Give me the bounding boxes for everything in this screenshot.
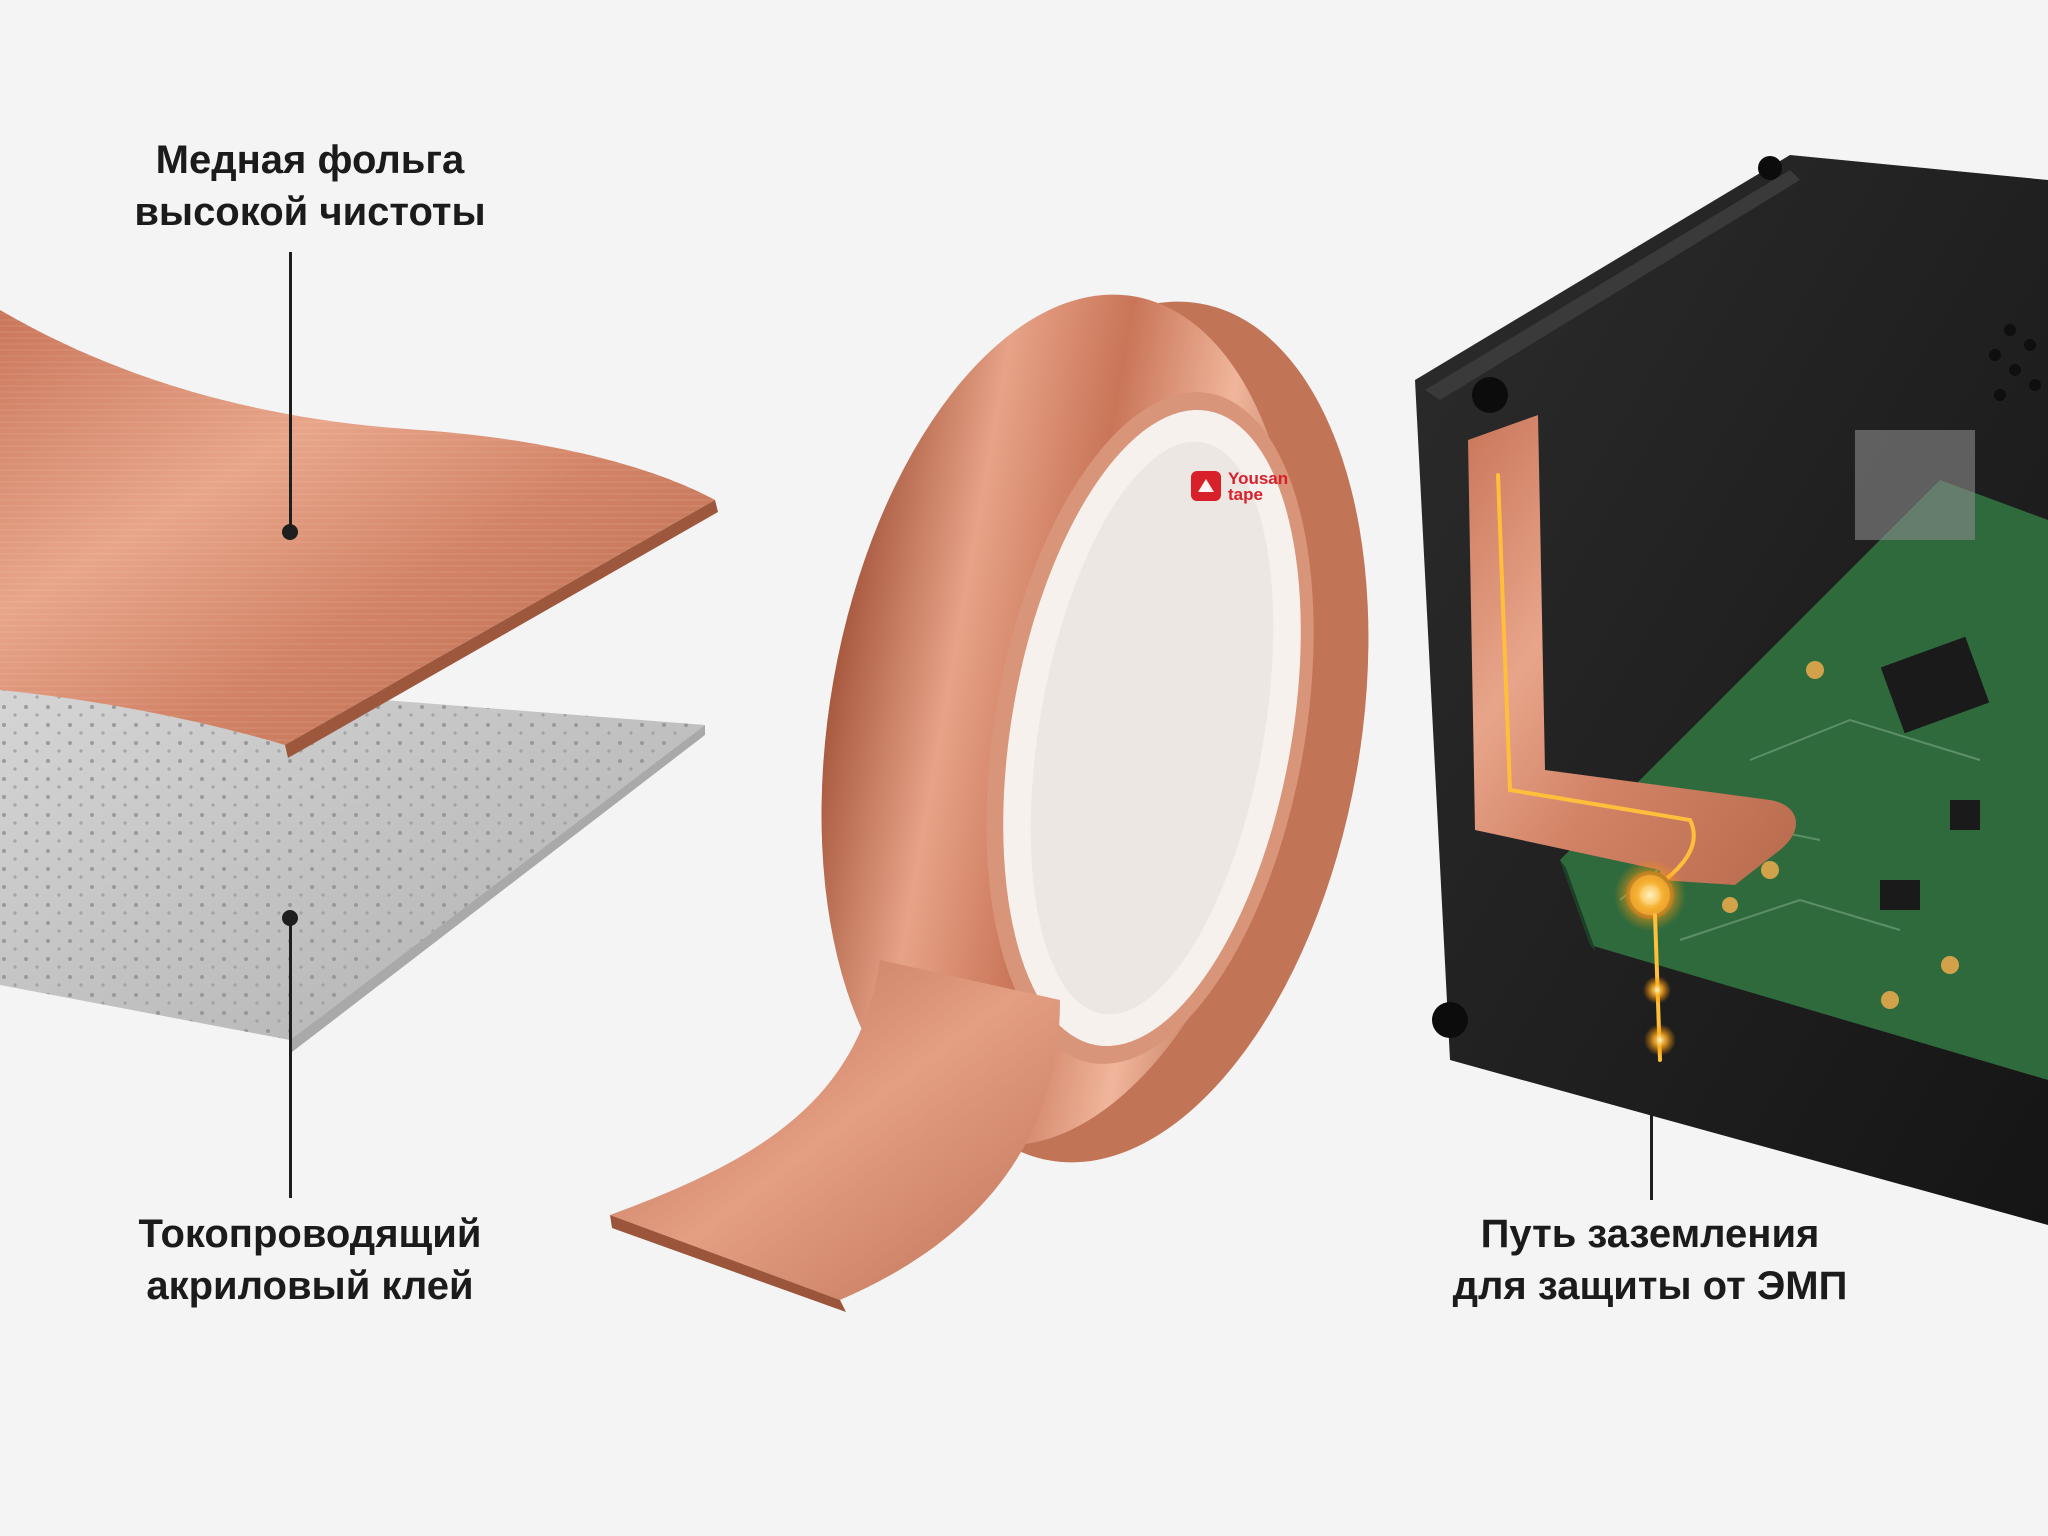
leader-line-grounding (1650, 1060, 1653, 1200)
grounding-path-glow (1614, 859, 1686, 1062)
callout-copper-foil: Медная фольга высокой чистоты (110, 134, 510, 238)
callout-grounding-line2: для защиты от ЭМП (1452, 1264, 1848, 1308)
leader-dot-adhesive (282, 910, 298, 926)
callout-grounding-path: Путь заземления для защиты от ЭМП (1430, 1208, 1870, 1312)
yousan-logo-icon (1191, 471, 1221, 501)
callout-adhesive-line1: Токопроводящий (138, 1212, 482, 1256)
adhesive-layer (0, 670, 705, 1052)
liner-brand-name: Yousan (1228, 469, 1289, 488)
callout-adhesive-line2: акриловый клей (146, 1264, 474, 1308)
tape-liner-branding: Yousan tape (1165, 430, 1305, 930)
callout-copper-foil-line2: высокой чистоты (134, 190, 486, 234)
liner-brand-suffix: tape (1228, 485, 1263, 504)
circuit-board (1560, 430, 2048, 1080)
leader-dot-copper-foil (282, 524, 298, 540)
callout-adhesive: Токопроводящий акриловый клей (110, 1208, 510, 1312)
callout-grounding-line1: Путь заземления (1480, 1212, 1820, 1256)
leader-line-adhesive (289, 918, 292, 1198)
callout-copper-foil-line1: Медная фольга (155, 138, 465, 182)
copper-tape-roll (610, 294, 1369, 1312)
copper-foil-layer (0, 310, 718, 758)
leader-line-copper-foil (289, 252, 292, 527)
